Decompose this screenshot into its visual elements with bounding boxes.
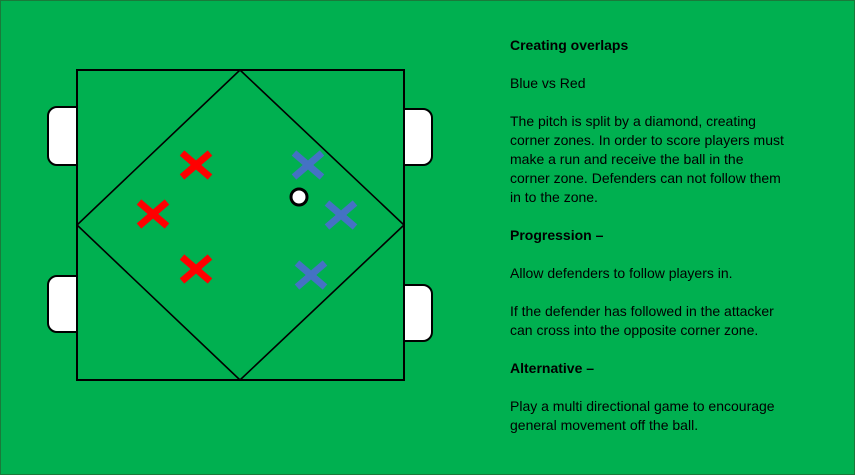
drill-title: Creating overlaps xyxy=(510,37,629,53)
description-line: The pitch is split by a diamond, creatin… xyxy=(510,113,756,129)
progression-step-1: Allow defenders to follow players in. xyxy=(510,265,733,281)
progression-line: can cross into the opposite corner zone. xyxy=(510,322,759,338)
center-diamond xyxy=(75,68,406,382)
alternative-line: general movement off the ball. xyxy=(510,417,699,433)
description-line: corner zone. Defenders can not follow th… xyxy=(510,170,781,186)
alternative-heading: Alternative – xyxy=(510,360,595,376)
instructions-panel: Creating overlaps Blue vs Red The pitch … xyxy=(510,36,830,454)
blue-player-marker xyxy=(324,200,358,230)
blue-player-marker xyxy=(294,260,328,290)
progression-line: If the defender has followed in the atta… xyxy=(510,303,774,319)
description-line: make a run and receive the ball in the xyxy=(510,151,744,167)
description-line: in to the zone. xyxy=(510,189,598,205)
red-player-marker xyxy=(136,199,170,229)
teams-label: Blue vs Red xyxy=(510,75,586,91)
alternative-text: Play a multi directional game to encoura… xyxy=(510,397,830,435)
description-line: corner zones. In order to score players … xyxy=(510,132,784,148)
alternative-line: Play a multi directional game to encoura… xyxy=(510,398,775,414)
ball xyxy=(289,187,309,207)
blue-player-marker xyxy=(291,150,325,180)
red-player-marker xyxy=(179,150,213,180)
drill-description: The pitch is split by a diamond, creatin… xyxy=(510,112,830,207)
progression-heading: Progression – xyxy=(510,227,604,243)
red-player-marker xyxy=(179,254,213,284)
progression-step-2: If the defender has followed in the atta… xyxy=(510,302,830,340)
